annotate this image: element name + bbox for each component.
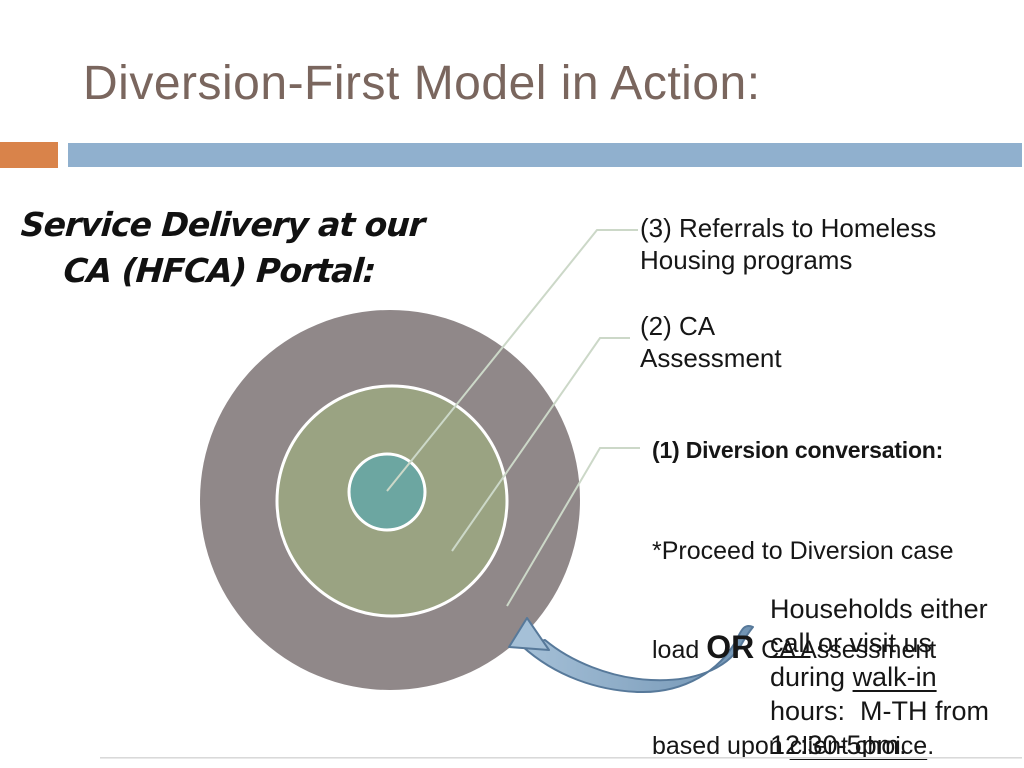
assessment-line2: Assessment bbox=[640, 343, 782, 373]
client-choice-underlined: client choice bbox=[789, 732, 928, 760]
diversion-line3: based upon client choice. bbox=[652, 732, 935, 760]
households-line2: call or visit us bbox=[770, 628, 933, 658]
referrals-line2: Housing programs bbox=[640, 245, 853, 275]
walk-in-underlined: walk-in bbox=[852, 662, 937, 692]
callout-label-diversion: (1) Diversion conversation: *Proceed to … bbox=[652, 435, 954, 768]
households-line4: hours: M-TH from bbox=[770, 696, 990, 726]
diversion-line1: *Proceed to Diversion case bbox=[652, 537, 954, 565]
curved-arrow-head bbox=[508, 617, 550, 651]
inner-ring-circle bbox=[347, 452, 427, 532]
diversion-line2: load OR CA Assessment bbox=[652, 629, 937, 665]
households-line5: 12:30-5pm. bbox=[770, 730, 907, 760]
households-line1: Households either bbox=[770, 594, 988, 624]
referrals-line1: (3) Referrals to Homeless bbox=[640, 213, 937, 243]
assessment-line1: (2) CA bbox=[640, 311, 716, 341]
curved-arrow-body bbox=[521, 625, 754, 694]
diversion-body: *Proceed to Diversion case load OR CA As… bbox=[652, 471, 954, 768]
orange-accent-bar bbox=[0, 142, 58, 168]
callout-line-diversion bbox=[506, 447, 640, 607]
callout-label-assessment: (2) CA Assessment bbox=[640, 310, 782, 374]
callout-line-referrals bbox=[386, 229, 638, 492]
households-line3: during walk-in bbox=[770, 662, 937, 692]
call-underlined: call bbox=[770, 628, 811, 658]
diversion-heading: (1) Diversion conversation: bbox=[652, 437, 944, 463]
callout-label-referrals: (3) Referrals to Homeless Housing progra… bbox=[640, 212, 936, 276]
or-emphasis: OR bbox=[706, 629, 755, 665]
callout-line-assessment bbox=[451, 337, 630, 552]
page-title: Diversion-First Model in Action: bbox=[83, 57, 761, 110]
footer-divider-line bbox=[100, 757, 1022, 759]
blue-divider-bar bbox=[68, 143, 1022, 167]
households-note: Households either call or visit us durin… bbox=[770, 592, 989, 762]
